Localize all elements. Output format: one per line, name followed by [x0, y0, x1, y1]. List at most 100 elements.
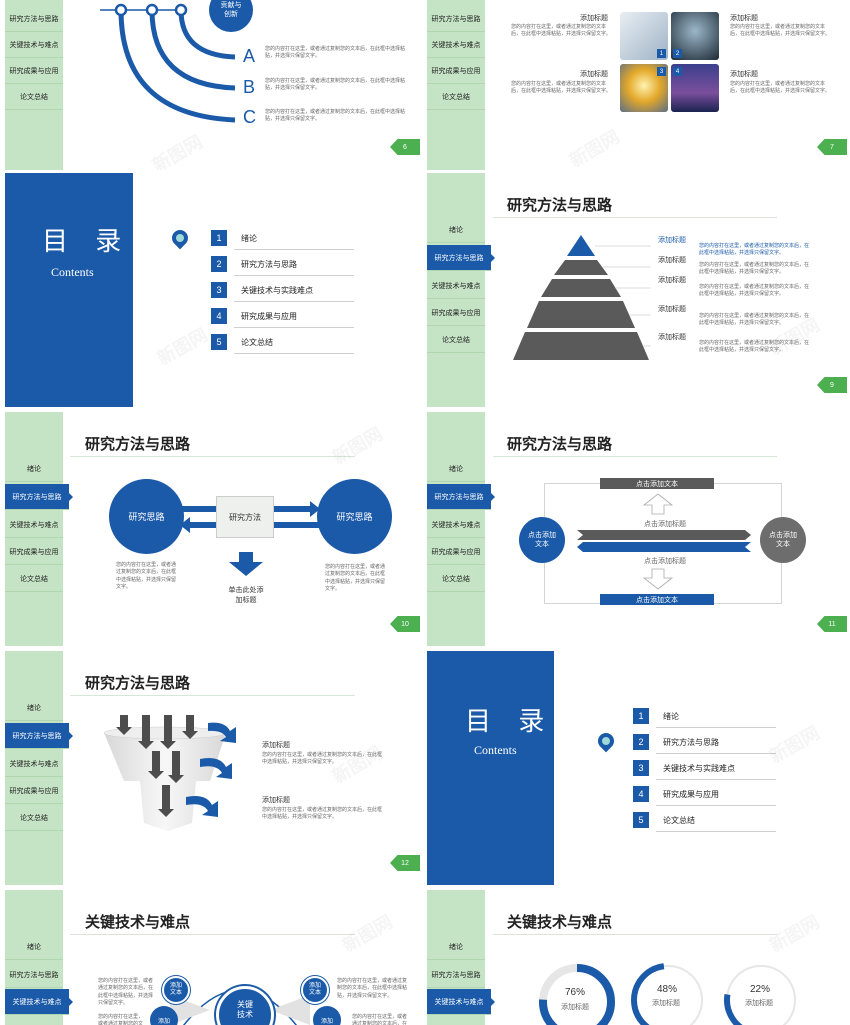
sidebar-item-methods[interactable]: 研究方法与思路	[5, 6, 63, 32]
down-arrow-icon	[229, 552, 263, 576]
watermark: 新图网	[329, 423, 386, 469]
toc-item-3[interactable]: 关键技术与实践难点	[663, 764, 735, 773]
sidebar-item-methods[interactable]: 研究方法与思路	[5, 962, 63, 988]
ring-1-pct: 76%	[565, 987, 586, 998]
sidebar-item-tech[interactable]: 关键技术与难点	[427, 512, 485, 538]
divider	[656, 753, 776, 754]
sidebar-item-methods[interactable]: 研究方法与思路	[5, 723, 73, 749]
sidebar-item-results[interactable]: 研究成果与应用	[5, 778, 63, 804]
toc-item-2[interactable]: 研究方法与思路	[663, 738, 719, 747]
up-arrow-icon	[643, 493, 673, 515]
location-pin-icon	[168, 226, 192, 250]
sidebar-item-tech[interactable]: 关键技术与难点	[427, 32, 485, 58]
text-left-2: 您的内容打在这里，或者通过复制您的文本后，在此框中选择粘贴，并选择只保留文字。	[98, 1014, 144, 1025]
slide-6: 研究方法与思路 关键技术与难点 研究成果与应用 论文总结 贡献与创新 A B C…	[0, 0, 420, 170]
sidebar-item-tech[interactable]: 关键技术与难点	[5, 32, 63, 58]
toc-title: 目 录	[42, 226, 132, 256]
toc-item-4[interactable]: 研究成果与应用	[241, 312, 297, 321]
toc-num-5: 5	[633, 812, 649, 828]
sidebar-item-tech[interactable]: 关键技术与难点	[427, 989, 495, 1015]
toc-item-1[interactable]: 绪论	[663, 712, 679, 721]
pyramid-text-4: 您的内容打在这里，或者通过复制您的文本后，在此框中选择粘贴，并选择只保留文字。	[699, 313, 810, 327]
ring-3	[724, 963, 798, 1025]
bottom-bar[interactable]: 点击添加文本	[600, 594, 714, 605]
sidebar-item-tech[interactable]: 关键技术与难点	[427, 273, 485, 299]
pyramid-text-3: 您的内容打在这里，或者通过复制您的文本后，在此框中选择粘贴，并选择只保留文字。	[699, 284, 810, 298]
photo-badge-2: 2	[673, 49, 682, 58]
page-number: 11	[817, 616, 847, 632]
divider	[656, 831, 776, 832]
sidebar-item-tech[interactable]: 关键技术与难点	[5, 751, 63, 777]
photo-badge-3: 3	[657, 67, 666, 76]
sidebar-item-intro[interactable]: 绪论	[5, 934, 63, 960]
left-text: 您的内容打在这里，或者通过复制您的文本后，在此框中选择粘贴，并选择只保留文字。	[116, 562, 177, 590]
sidebar-item-methods[interactable]: 研究方法与思路	[427, 245, 495, 271]
title-underline	[70, 695, 355, 696]
sidebar-item-methods[interactable]: 研究方法与思路	[427, 962, 485, 988]
toc-item-4[interactable]: 研究成果与应用	[663, 790, 719, 799]
sidebar-item-results[interactable]: 研究成果与应用	[427, 539, 485, 565]
toc-panel	[427, 651, 554, 885]
text-2: 您的内容打在这里，或者通过复制您的文本后，在此框中选择粘贴，并选择只保留文字。	[262, 807, 383, 821]
sidebar-item-tech[interactable]: 关键技术与难点	[5, 989, 73, 1015]
toc-num-4: 4	[633, 786, 649, 802]
pyramid-label-2: 添加标题	[658, 257, 686, 264]
watermark: 新图网	[154, 324, 211, 370]
sidebar-item-intro[interactable]: 绪论	[5, 456, 63, 482]
pyramid-text-5: 您的内容打在这里，或者通过复制您的文本后，在此框中选择粘贴，并选择只保留文字。	[699, 340, 810, 354]
watermark: 新图网	[329, 742, 386, 788]
pyramid-chart	[513, 235, 651, 360]
toc-panel	[5, 173, 133, 407]
ring-2-label: 添加标题	[652, 1000, 680, 1007]
slide-15: 绪论 研究方法与思路 关键技术与难点 关键技术与难点 76% 添加标题 48% …	[427, 890, 847, 1025]
right-circle: 研究思路	[317, 479, 392, 554]
sidebar-item-summary[interactable]: 论文总结	[5, 566, 63, 592]
ring-2	[631, 963, 705, 1025]
page-number: 6	[390, 139, 420, 155]
divider	[234, 275, 354, 276]
sidebar-item-results[interactable]: 研究成果与应用	[427, 58, 485, 84]
text-3: 您的内容打在这里，或者通过复制您的文本后，在此框中选择粘贴，并选择只保留文字。	[730, 24, 831, 38]
sidebar-item-tech[interactable]: 关键技术与难点	[5, 512, 63, 538]
sidebar-item-methods[interactable]: 研究方法与思路	[5, 484, 73, 510]
bubble-4: 添加	[313, 1006, 341, 1025]
sidebar-item-intro[interactable]: 绪论	[427, 934, 485, 960]
slide-title: 研究方法与思路	[507, 197, 613, 214]
toc-item-2[interactable]: 研究方法与思路	[241, 260, 297, 269]
sidebar-item-summary[interactable]: 论文总结	[427, 84, 485, 110]
sidebar: 绪论 研究方法与思路 关键技术与难点 研究成果与应用 论文总结	[5, 651, 73, 885]
toc-subtitle: Contents	[51, 265, 94, 279]
bubble-1: 添加文本	[162, 976, 190, 1004]
ring-2-pct: 48%	[657, 984, 678, 995]
slide-11: 绪论 研究方法与思路 关键技术与难点 研究成果与应用 论文总结 研究方法与思路 …	[427, 412, 847, 646]
text-left-1: 您的内容打在这里，或者通过复制您的文本后，在此框中选择粘贴，并选择只保留文字。	[98, 978, 154, 1006]
sidebar-item-summary[interactable]: 论文总结	[5, 84, 63, 110]
sidebar-item-summary[interactable]: 论文总结	[5, 805, 63, 831]
sidebar-item-results[interactable]: 研究成果与应用	[5, 539, 63, 565]
sidebar-item-intro[interactable]: 绪论	[427, 456, 485, 482]
funnel-graphic	[103, 715, 236, 831]
watermark: 新图网	[566, 126, 623, 170]
ring-3-label: 添加标题	[745, 1000, 773, 1007]
divider	[656, 727, 776, 728]
letter-a: A	[243, 46, 256, 66]
toc-num-2: 2	[211, 256, 227, 272]
sidebar-item-results[interactable]: 研究成果与应用	[427, 300, 485, 326]
sidebar-item-summary[interactable]: 论文总结	[427, 566, 485, 592]
sidebar-item-intro[interactable]: 绪论	[427, 217, 485, 243]
sidebar-item-results[interactable]: 研究成果与应用	[5, 58, 63, 84]
sidebar-item-summary[interactable]: 论文总结	[427, 327, 485, 353]
sidebar-item-methods[interactable]: 研究方法与思路	[427, 6, 485, 32]
slide-7: 研究方法与思路 关键技术与难点 研究成果与应用 论文总结 添加标题 您的内容打在…	[427, 0, 847, 170]
slide-title: 关键技术与难点	[507, 914, 613, 931]
title-underline	[493, 934, 777, 935]
toc-item-1[interactable]: 绪论	[241, 234, 257, 243]
toc-item-5[interactable]: 论文总结	[663, 816, 695, 825]
sidebar-item-methods[interactable]: 研究方法与思路	[427, 484, 495, 510]
toc-item-5[interactable]: 论文总结	[241, 338, 273, 347]
top-bar[interactable]: 点击添加文本	[600, 478, 714, 489]
toc-item-3[interactable]: 关键技术与实践难点	[241, 286, 313, 295]
sidebar-item-intro[interactable]: 绪论	[5, 695, 63, 721]
ring-3-pct: 22%	[750, 984, 771, 995]
ring-1	[539, 964, 615, 1025]
